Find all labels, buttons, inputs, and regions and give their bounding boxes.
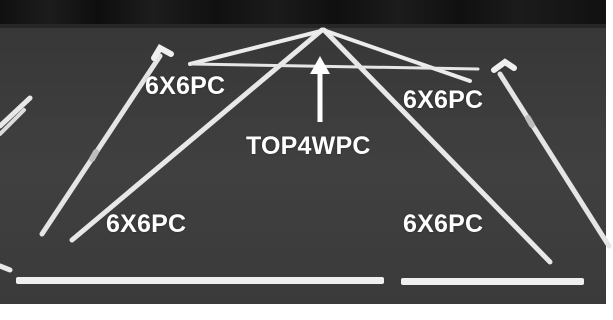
up-arrow-icon <box>310 56 330 122</box>
leg-right <box>497 71 612 249</box>
cross-bar <box>190 62 480 71</box>
partial-pole-left-a <box>0 95 33 129</box>
photo-border-bottom <box>0 304 613 320</box>
leg-right-joint <box>525 115 535 128</box>
roof-pole-upper-right <box>324 29 472 83</box>
floor-edge <box>0 24 613 28</box>
partial-pole-left-b <box>0 108 26 136</box>
carpet-floor <box>0 26 613 310</box>
roof-pole-upper-left <box>188 29 323 66</box>
elbow-right <box>491 58 517 73</box>
bottom-pole-right <box>401 278 584 285</box>
label-center: TOP4WPC <box>246 132 371 160</box>
partial-pole-left-c <box>0 263 13 273</box>
label-upper-left: 6X6PC <box>145 72 226 100</box>
label-lower-right: 6X6PC <box>403 210 484 238</box>
roof-pole-right <box>321 27 553 265</box>
leg-left <box>39 53 163 237</box>
label-lower-left: 6X6PC <box>106 210 187 238</box>
bottom-pole-left <box>16 277 384 284</box>
photo-border-right <box>606 0 613 320</box>
label-upper-right: 6X6PC <box>403 86 484 114</box>
leg-left-joint <box>89 149 99 162</box>
elbow-left <box>151 43 174 61</box>
